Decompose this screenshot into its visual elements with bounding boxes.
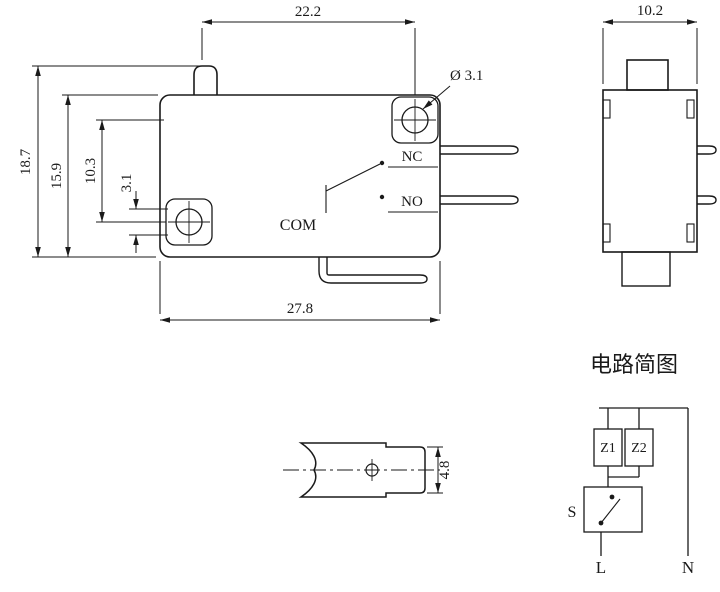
side-lug xyxy=(602,99,611,119)
switch-body xyxy=(159,94,441,258)
switch-blade xyxy=(600,498,621,524)
dim-text-top-width: 22.2 xyxy=(295,4,321,20)
circuit-title: 电路简图 xyxy=(590,353,678,378)
dim-text-side-width: 10.2 xyxy=(637,3,663,19)
z1-label: Z1 xyxy=(600,441,616,456)
plunger-button xyxy=(193,65,218,95)
front-view-labels: NC NO COM xyxy=(280,149,423,234)
side-terminal-no xyxy=(697,195,717,205)
lever-detail xyxy=(283,442,443,498)
front-view-dimension-text: 22.2 18.7 15.9 10.3 3.1 27.8 Ø 3.1 xyxy=(18,4,483,317)
circuit-labels: Z1 Z2 S L N xyxy=(568,441,695,577)
contact-blade xyxy=(325,163,381,192)
nc-label: NC xyxy=(402,149,423,165)
dim-text-hole-spacing: 10.3 xyxy=(83,158,99,184)
contact-point-no xyxy=(379,194,385,200)
side-lug xyxy=(686,223,695,243)
side-plunger-button xyxy=(626,59,669,91)
dim-text-bottom-width: 27.8 xyxy=(287,301,313,317)
side-view xyxy=(602,59,717,287)
terminal-nc xyxy=(440,145,519,155)
dim-text-lever-height: 4.8 xyxy=(437,461,453,480)
circuit-diagram xyxy=(583,407,689,556)
side-lug xyxy=(686,99,695,119)
terminal-com-bent xyxy=(318,257,428,284)
dim-text-body-height: 15.9 xyxy=(49,163,65,189)
dim-text-hole-diameter: Ø 3.1 xyxy=(450,68,483,84)
dim-text-hole-size: 3.1 xyxy=(119,174,135,193)
side-terminal-com xyxy=(621,251,671,287)
side-view-dimensions xyxy=(602,19,698,84)
leader-line-hole-diameter xyxy=(422,85,451,110)
z2-label: Z2 xyxy=(631,441,647,456)
no-label: NO xyxy=(401,194,423,210)
side-body xyxy=(602,89,698,253)
com-label: COM xyxy=(280,217,316,234)
switch-contact-dot xyxy=(609,494,615,500)
switch-label: S xyxy=(568,504,577,521)
mounting-boss-top-right xyxy=(391,96,439,144)
front-view-dimensions xyxy=(32,19,451,323)
side-lug xyxy=(602,223,611,243)
contact-point-nc xyxy=(379,160,385,166)
side-terminal-nc xyxy=(697,145,717,155)
dim-text-overall-height: 18.7 xyxy=(18,148,34,175)
line-label: L xyxy=(596,558,606,577)
terminal-no xyxy=(440,195,519,205)
neutral-label: N xyxy=(682,558,694,577)
front-view xyxy=(159,65,519,284)
lever-outline xyxy=(298,442,426,498)
switch-box xyxy=(583,486,643,533)
